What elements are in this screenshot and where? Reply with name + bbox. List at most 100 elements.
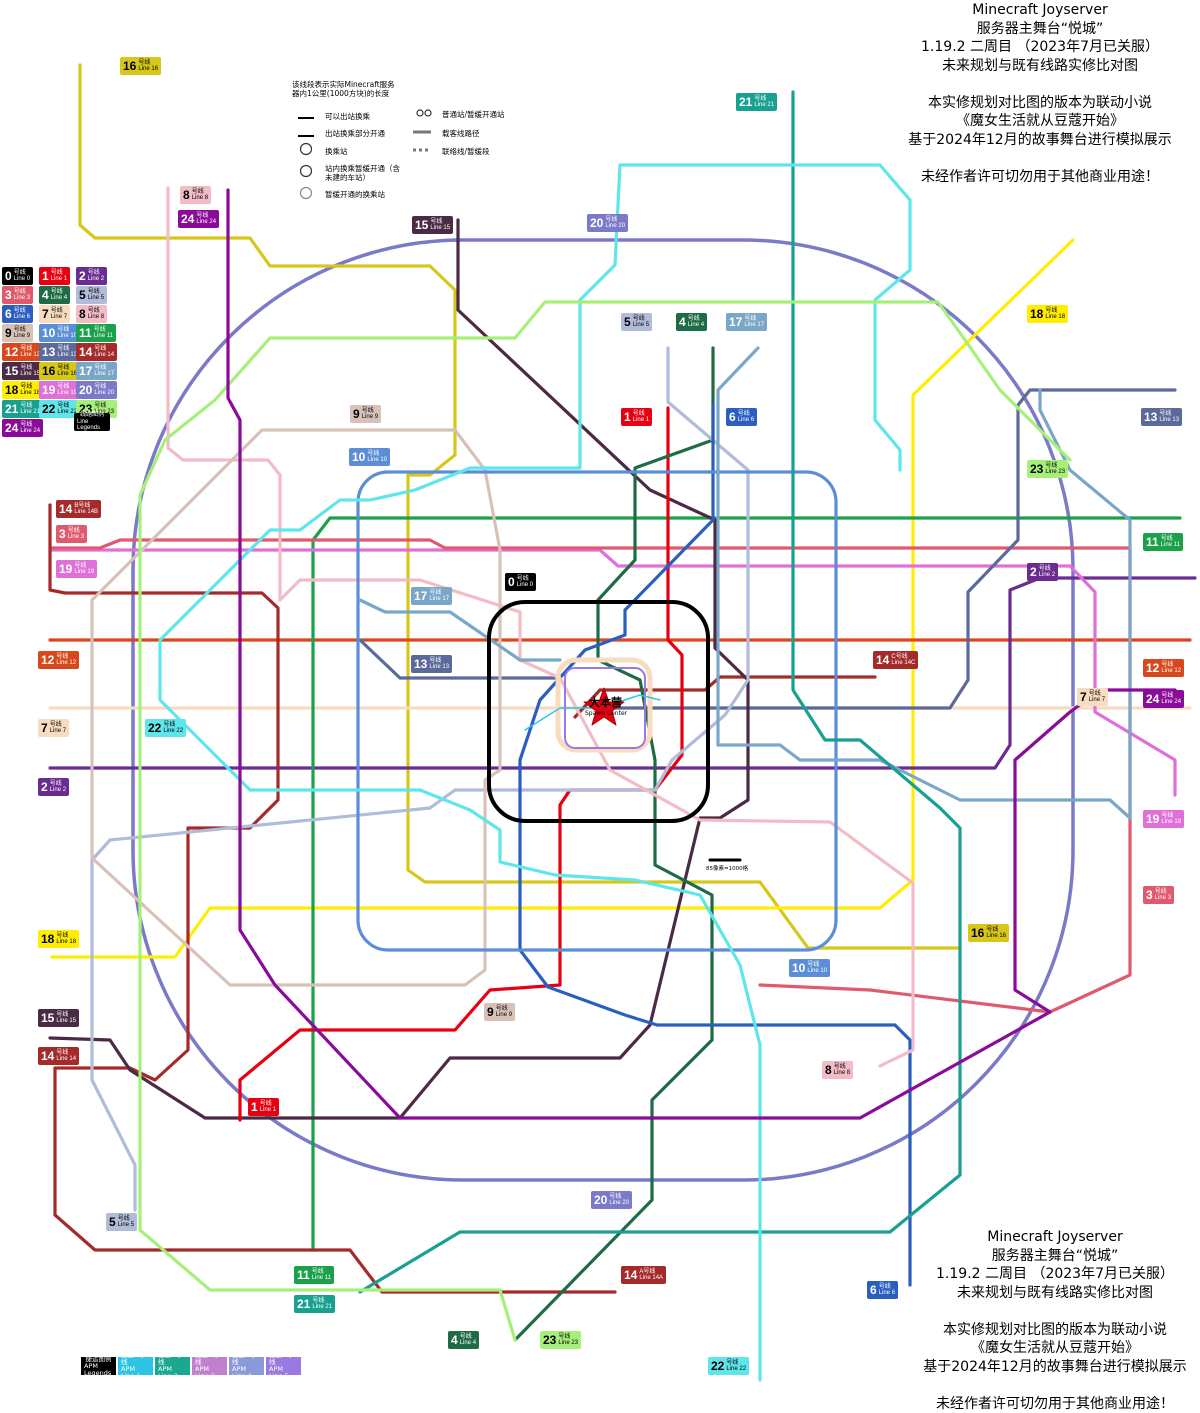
line-name-en: Line 6 — [738, 417, 754, 424]
line-number: 18 — [41, 932, 54, 946]
line-name-en: Line 0 — [517, 582, 533, 589]
line-number: 8 — [825, 1063, 832, 1077]
line-number: 15 — [415, 218, 428, 232]
line-number: 10 — [352, 450, 365, 464]
line-name-en: Line 10 — [367, 457, 387, 464]
line-number: 19 — [42, 383, 55, 397]
line-name-en: Line 17 — [744, 322, 764, 329]
line-number: 5 — [79, 288, 86, 302]
line-name-en: Line 21 — [312, 1304, 332, 1311]
line-name-en: Line 1 — [51, 276, 67, 283]
line-name-en: Line 4 — [688, 322, 704, 329]
line-number: 7 — [1080, 690, 1087, 704]
line-number: 2 — [1030, 565, 1037, 579]
title-line — [890, 149, 1190, 168]
